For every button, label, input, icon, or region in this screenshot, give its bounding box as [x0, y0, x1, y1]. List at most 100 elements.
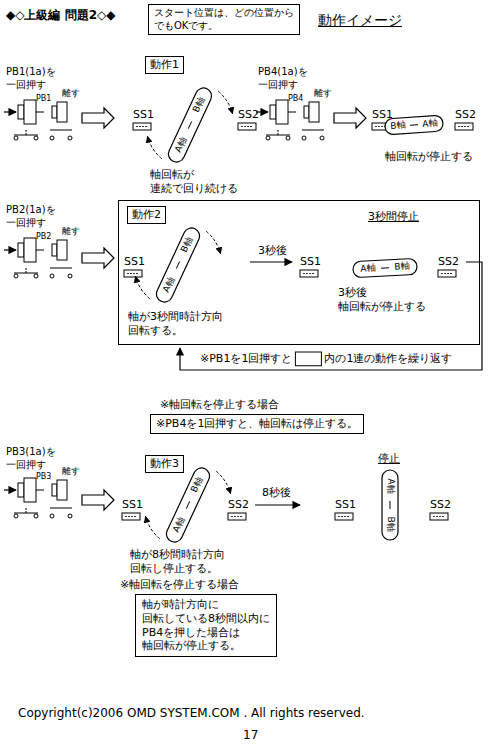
push-button: [36, 112, 44, 113]
push-button: [36, 490, 44, 491]
proximity-sensor: [136, 126, 148, 127]
transition-arrow: [334, 108, 366, 128]
rotation-arrow: [147, 136, 161, 158]
contact-symbol: [50, 268, 72, 269]
note-heading: ※軸回転を停止する場合: [120, 578, 239, 592]
shaft-center-line: [186, 501, 189, 508]
sensor-name: SS1: [335, 498, 356, 512]
contact-symbol: [320, 136, 324, 140]
released-button: [52, 484, 57, 496]
push-button: [24, 238, 36, 262]
time-arrow: [255, 504, 300, 505]
contact-symbol: [50, 508, 72, 509]
push-button: [18, 483, 24, 497]
text-box: スタート位置は、どの位置から でもOKです。: [148, 4, 300, 35]
frame-heading: 動作2: [127, 206, 166, 224]
push-button: [288, 112, 296, 113]
released-button: [57, 480, 67, 500]
contact-symbol: [68, 514, 72, 518]
instruction: PB1(1a)を 一回押す: [6, 66, 56, 91]
text-box: 動作3: [145, 455, 184, 473]
state-label: 停止: [378, 452, 400, 466]
proximity-sensor: [438, 270, 456, 277]
sensor-name: SS1: [124, 255, 145, 269]
proximity-sensor: [228, 513, 246, 520]
contact-symbol: [68, 274, 72, 278]
contact-symbol: [50, 514, 54, 518]
shaft-end-label: B軸: [191, 96, 208, 115]
release-note: 離す: [62, 226, 80, 237]
switch-name: PB3: [36, 472, 51, 482]
text-box: 軸が時計方向に 回転している8秒間以内に PB4を押した場合は 軸回転が停止する…: [135, 594, 277, 657]
contact-symbol: [14, 274, 18, 278]
note: 軸回転が停止する: [385, 150, 473, 164]
timing-label: 8秒後: [262, 486, 291, 500]
proximity-sensor: [122, 513, 140, 520]
proximity-sensor: [335, 513, 353, 520]
contact-symbol: [302, 130, 324, 131]
contact-symbol: [14, 514, 18, 518]
box-text: 動作3: [150, 457, 179, 471]
switch-name: PB4: [288, 94, 303, 104]
shaft-end-label: B軸: [384, 516, 395, 531]
push-button: [24, 478, 36, 502]
note: 軸回転が 連続で回り続ける: [150, 168, 238, 196]
repeat-loop-line: [180, 262, 482, 370]
shaft-end-label: A軸: [173, 135, 190, 154]
push-button: [276, 100, 288, 124]
instruction: PB4(1a)を 一回押す: [258, 66, 308, 91]
rotating-shaft: [154, 225, 202, 304]
sensor-name: SS1: [122, 498, 143, 512]
box-text: スタート位置は、どの位置から でもOKです。: [154, 7, 294, 32]
rotating-shaft: [353, 258, 418, 277]
contact-symbol: [68, 136, 72, 140]
sensor-name: SS2: [430, 498, 451, 512]
contact-symbol: [26, 267, 27, 273]
rotating-shaft: [166, 85, 214, 164]
released-button: [57, 240, 67, 260]
contact-symbol: [302, 136, 306, 140]
contact-symbol: [278, 129, 279, 135]
proximity-sensor: [127, 273, 139, 274]
released-button: [52, 106, 57, 118]
rotation-arrow: [145, 516, 159, 538]
copyright: Copyright(c)2006 OMD SYSTEM.COM . All ri…: [18, 706, 365, 721]
page-title: ◆◇上級編 問題2◇◆: [6, 8, 115, 23]
sensor-name: SS2: [238, 108, 259, 122]
proximity-sensor: [124, 270, 142, 277]
sensor-name: SS1: [372, 108, 393, 122]
shaft-center-line: [390, 501, 391, 509]
box-text: 動作1: [150, 58, 179, 72]
release-note: 離す: [314, 88, 332, 99]
released-button: [57, 102, 67, 122]
contact-symbol: [50, 274, 54, 278]
note: 3秒後 軸回転が停止する: [338, 286, 426, 314]
transition-arrow: [82, 248, 114, 268]
transition-arrow: [82, 490, 114, 510]
proximity-sensor: [303, 273, 315, 274]
shaft-end-label: B軸: [390, 120, 406, 132]
switch-name: PB2: [36, 232, 51, 242]
shaft-end-label: A軸: [384, 479, 395, 494]
released-button: [52, 244, 57, 256]
shaft-end-label: B軸: [394, 261, 410, 273]
shaft-center-line: [188, 121, 191, 128]
shaft-end-label: A軸: [161, 275, 178, 294]
proximity-sensor: [458, 126, 470, 127]
proximity-sensor: [430, 513, 448, 520]
rotating-shaft: [385, 115, 444, 135]
released-button: [309, 102, 319, 122]
rotation-arrow: [216, 471, 230, 493]
transition-arrow: [82, 108, 114, 128]
contact-symbol: [286, 136, 290, 140]
push-button: [270, 105, 276, 119]
rotation-arrow: [206, 231, 220, 253]
proximity-sensor: [125, 516, 137, 517]
push-button: [18, 105, 24, 119]
push-arrow: [4, 111, 16, 112]
rotating-shaft: [164, 465, 212, 544]
note: 内の1連の動作を繰り返す: [324, 352, 452, 366]
shaft-center-line: [176, 261, 179, 268]
sensor-name: SS2: [228, 498, 249, 512]
sensor-name: SS2: [455, 108, 476, 122]
